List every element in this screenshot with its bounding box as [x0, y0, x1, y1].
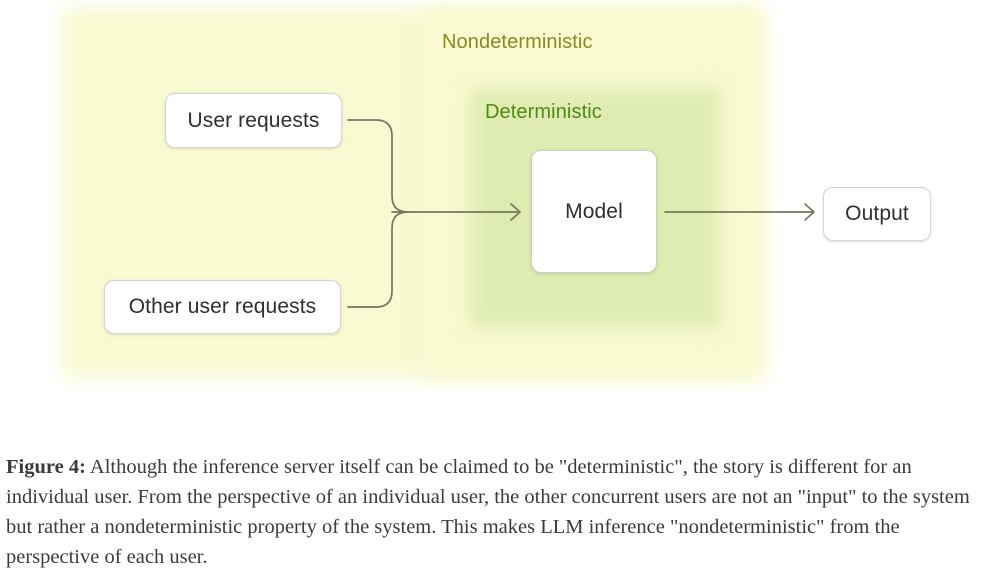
node-user-requests-label: User requests	[187, 108, 320, 132]
node-output-label: Output	[845, 202, 909, 225]
arrowhead-into-output	[804, 203, 815, 221]
figure-caption-text: Although the inference server itself can…	[6, 456, 970, 568]
figure-caption: Figure 4: Although the inference server …	[6, 452, 991, 572]
figure-caption-label: Figure 4:	[6, 456, 86, 478]
node-output[interactable]: Output	[823, 187, 931, 241]
node-model[interactable]: Model	[531, 150, 657, 273]
node-other-user-requests[interactable]: Other user requests	[104, 280, 341, 334]
deterministic-region-label: Deterministic	[485, 101, 602, 123]
figure-diagram: Nondeterministic Deterministic User requ…	[62, 8, 931, 378]
nondeterministic-region-label: Nondeterministic	[442, 31, 593, 53]
node-other-user-requests-label: Other user requests	[128, 295, 317, 318]
node-model-label: Model	[565, 199, 623, 223]
node-user-requests[interactable]: User requests	[165, 93, 342, 148]
